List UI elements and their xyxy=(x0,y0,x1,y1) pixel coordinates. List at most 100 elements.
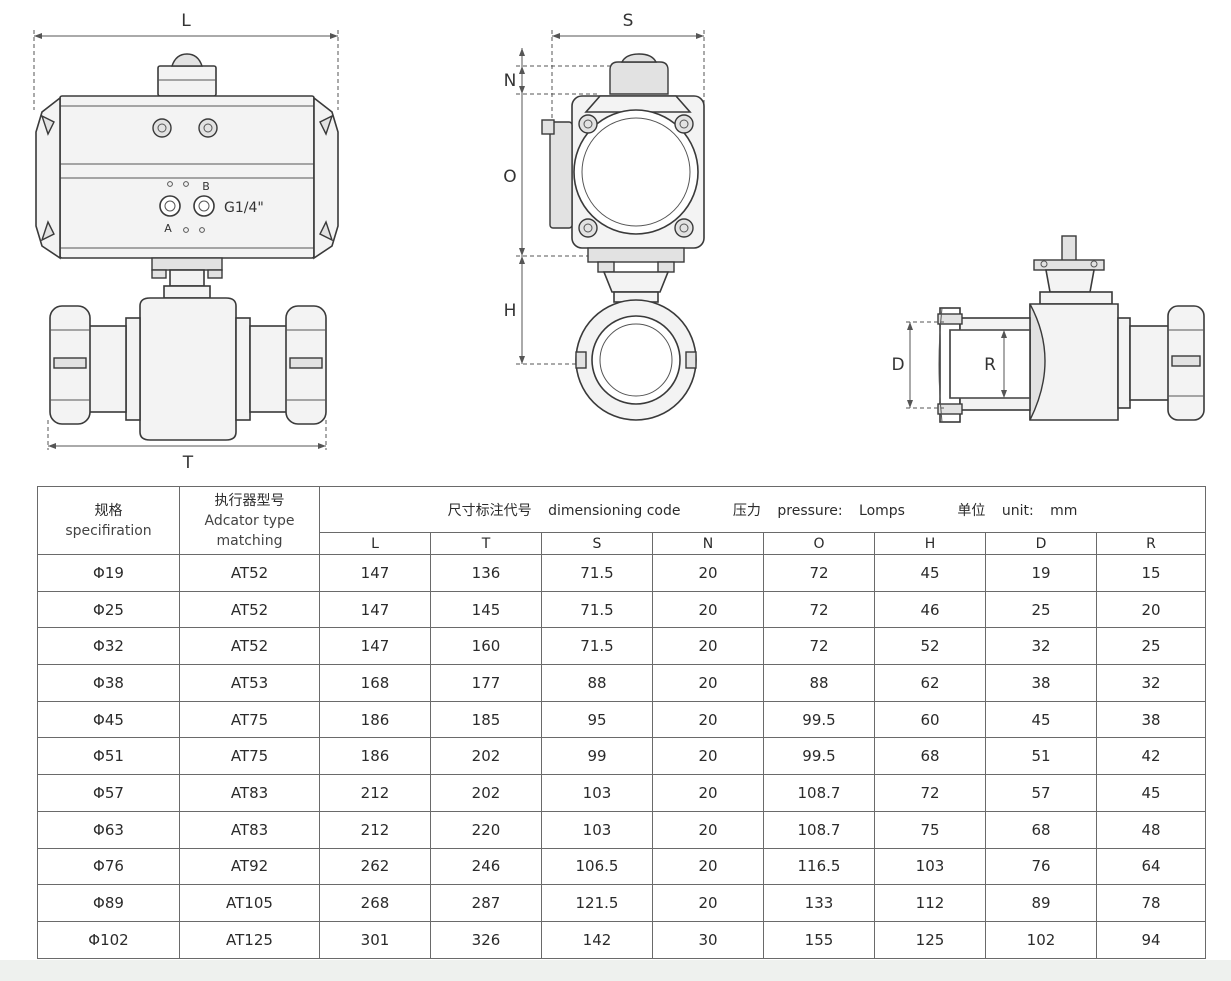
table-cell: 326 xyxy=(430,920,542,959)
table-cell: 30 xyxy=(652,920,764,959)
table-cell: 212 xyxy=(319,810,431,849)
table-cell: 99 xyxy=(541,737,653,776)
table-cell: 121.5 xyxy=(541,884,653,922)
col-header: R xyxy=(1095,532,1207,555)
table-cell: 106.5 xyxy=(541,847,653,886)
table-cell: AT52 xyxy=(179,627,320,666)
table-cell: 20 xyxy=(652,700,764,739)
pressure-label: 压力 pressure: Lomps xyxy=(732,502,905,519)
table-cell: 147 xyxy=(319,554,431,592)
table-cell: 220 xyxy=(430,810,542,849)
table-cell: 185 xyxy=(430,700,542,739)
table-cell: Φ19 xyxy=(37,554,180,592)
table-cell: 287 xyxy=(430,884,542,922)
table-cell: 45 xyxy=(874,554,986,592)
table-cell: 62 xyxy=(874,664,986,702)
header-actuator-type: 执行器型号 Adcator type matching xyxy=(179,486,320,555)
table-cell: 102 xyxy=(985,920,1097,959)
table-cell: 186 xyxy=(319,700,431,739)
table-cell: 147 xyxy=(319,627,431,666)
table-cell: 25 xyxy=(1095,627,1207,666)
table-cell: 142 xyxy=(541,920,653,959)
table-cell: 20 xyxy=(652,590,764,629)
table-cell: 20 xyxy=(652,554,764,592)
table-cell: 108.7 xyxy=(763,810,875,849)
table-cell: 46 xyxy=(874,590,986,629)
table-cell: 112 xyxy=(874,884,986,922)
table-cell: AT52 xyxy=(179,554,320,592)
front-view: L G1/4" A B xyxy=(33,11,339,473)
table-cell: 262 xyxy=(319,847,431,886)
table-cell: Φ38 xyxy=(37,664,180,702)
table-cell: 145 xyxy=(430,590,542,629)
table-cell: 45 xyxy=(1095,774,1207,812)
table-cell: 15 xyxy=(1095,554,1207,592)
unit-label: 单位 unit: mm xyxy=(957,502,1078,519)
table-cell: 125 xyxy=(874,920,986,959)
section-view: D R xyxy=(891,235,1205,423)
dim-label-T: T xyxy=(182,453,194,473)
table-cell: 89 xyxy=(985,884,1097,922)
table-cell: 20 xyxy=(652,627,764,666)
table-cell: 68 xyxy=(985,810,1097,849)
table-cell: 38 xyxy=(1095,700,1207,739)
table-cell: 94 xyxy=(1095,920,1207,959)
dimension-code-label: 尺寸标注代号 dimensioning code xyxy=(447,502,681,519)
table-cell: 72 xyxy=(763,627,875,666)
table-cell: 19 xyxy=(985,554,1097,592)
table-cell: 136 xyxy=(430,554,542,592)
col-header: T xyxy=(430,532,542,555)
technical-drawing: L G1/4" A B xyxy=(33,11,1205,473)
col-header: S xyxy=(541,532,653,555)
table-cell: 60 xyxy=(874,700,986,739)
table-cell: 246 xyxy=(430,847,542,886)
table-cell: 103 xyxy=(874,847,986,886)
table-cell: 99.5 xyxy=(763,700,875,739)
table-cell: 177 xyxy=(430,664,542,702)
table-cell: 301 xyxy=(319,920,431,959)
table-cell: AT52 xyxy=(179,590,320,629)
dim-label-R: R xyxy=(984,355,996,375)
table-cell: 133 xyxy=(763,884,875,922)
table-subheader-row: L T S N O H D R xyxy=(38,532,1207,555)
table-cell: 20 xyxy=(652,810,764,849)
table-cell: Φ89 xyxy=(37,884,180,922)
table-cell: AT125 xyxy=(179,920,320,959)
dim-label-N: N xyxy=(504,71,517,91)
table-cell: 52 xyxy=(874,627,986,666)
table-cell: 88 xyxy=(763,664,875,702)
table-cell: 155 xyxy=(763,920,875,959)
table-cell: 57 xyxy=(985,774,1097,812)
table-cell: 103 xyxy=(541,810,653,849)
table-cell: Φ32 xyxy=(37,627,180,666)
header-specification: 规格 specifiration xyxy=(37,486,180,555)
col-header: L xyxy=(319,532,431,555)
table-cell: 202 xyxy=(430,774,542,812)
table-cell: 71.5 xyxy=(541,554,653,592)
table-cell: 45 xyxy=(985,700,1097,739)
table-cell: 68 xyxy=(874,737,986,776)
table-cell: 202 xyxy=(430,737,542,776)
table-cell: 212 xyxy=(319,774,431,812)
table-cell: 168 xyxy=(319,664,431,702)
table-cell: AT105 xyxy=(179,884,320,922)
table-cell: 42 xyxy=(1095,737,1207,776)
port-a-label: A xyxy=(164,222,172,235)
table-cell: 48 xyxy=(1095,810,1207,849)
table-header-row: 规格 specifiration 执行器型号 Adcator type matc… xyxy=(37,486,1207,555)
table-cell: 72 xyxy=(874,774,986,812)
table-cell: 32 xyxy=(985,627,1097,666)
table-cell: 147 xyxy=(319,590,431,629)
port-b-label: B xyxy=(202,180,210,193)
table-cell: 20 xyxy=(652,664,764,702)
table-cell: 32 xyxy=(1095,664,1207,702)
table-cell: 72 xyxy=(763,590,875,629)
dim-label-H: H xyxy=(504,301,517,321)
table-cell: 51 xyxy=(985,737,1097,776)
table-cell: Φ76 xyxy=(37,847,180,886)
table-cell: Φ45 xyxy=(37,700,180,739)
col-header: H xyxy=(874,532,986,555)
